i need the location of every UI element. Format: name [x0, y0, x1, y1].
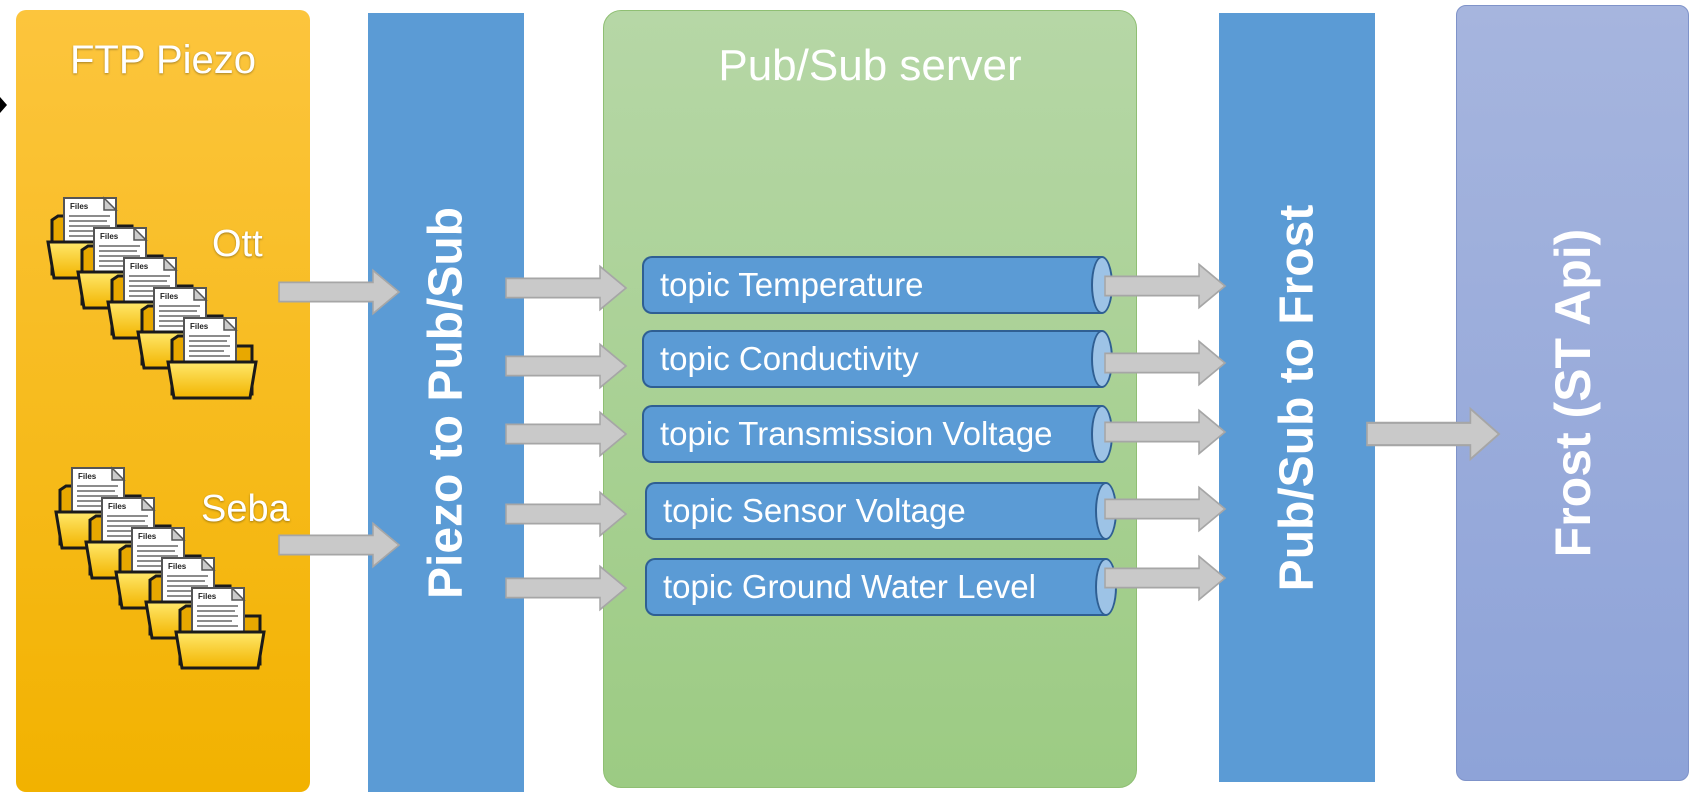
right-arrow-icon [505, 411, 627, 457]
right-arrow-icon [505, 343, 627, 389]
topic-label: topic Temperature [660, 266, 924, 303]
topic-conductivity: topic Conductivity [642, 330, 1113, 388]
pubsub-server-panel: Pub/Sub server [603, 10, 1137, 788]
right-arrow-icon [1104, 409, 1226, 455]
topic-label: topic Ground Water Level [663, 568, 1036, 605]
right-arrow-icon [505, 565, 627, 611]
pubsub-to-frost-bar: Pub/Sub to Frost [1219, 13, 1375, 782]
right-arrow-icon [278, 522, 400, 568]
topic-label: topic Transmission Voltage [660, 415, 1053, 452]
topic-transmission-voltage: topic Transmission Voltage [642, 405, 1113, 463]
pubsub-server-title: Pub/Sub server [718, 41, 1022, 90]
right-arrow-icon [1104, 486, 1226, 532]
right-arrow-icon [1104, 555, 1226, 601]
topic-label: topic Conductivity [660, 340, 919, 377]
right-arrow-icon [1365, 407, 1501, 461]
ftp-piezo-title: FTP Piezo [70, 38, 256, 82]
source-label-seba: Seba [201, 488, 290, 530]
source-label-ott: Ott [212, 223, 263, 265]
ftp-piezo-panel: FTP Piezo Ott Seba [16, 10, 310, 792]
topic-sensor-voltage: topic Sensor Voltage [645, 482, 1117, 540]
edge-arrow-icon [0, 97, 7, 113]
right-arrow-icon [1104, 263, 1226, 309]
right-arrow-icon [278, 269, 400, 315]
right-arrow-icon [1104, 340, 1226, 386]
frost-st-api-panel: Frost (ST Api) [1456, 5, 1689, 781]
piezo-to-pubsub-bar: Piezo to Pub/Sub [368, 13, 524, 792]
right-arrow-icon [505, 491, 627, 537]
topic-label: topic Sensor Voltage [663, 492, 966, 529]
right-arrow-icon [505, 265, 627, 311]
